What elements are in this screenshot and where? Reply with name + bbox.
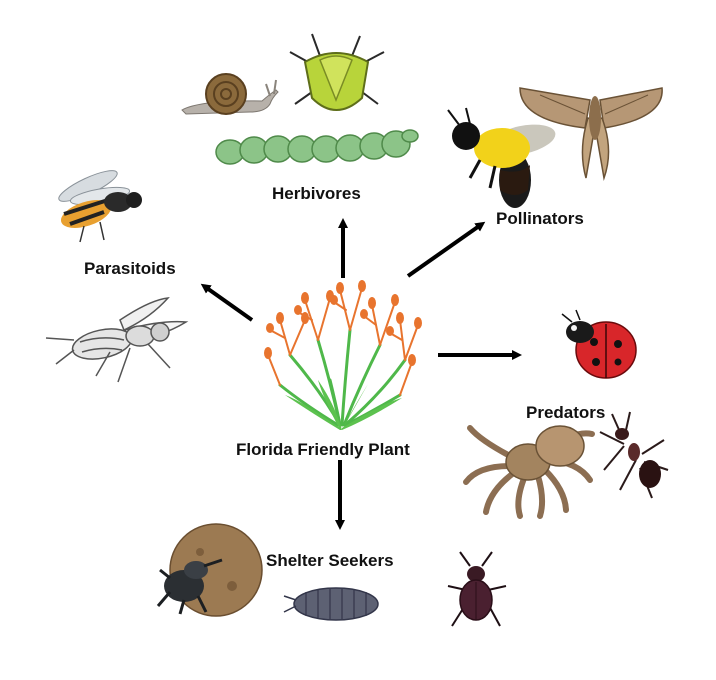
pill-bug-icon xyxy=(283,587,379,621)
predators-label: Predators xyxy=(526,403,606,422)
spider-icon xyxy=(463,425,595,519)
center-plant-label: Florida Friendly Plant xyxy=(236,440,410,459)
dung-beetle-icon xyxy=(156,523,263,617)
sketched-wasp-icon xyxy=(45,297,189,383)
shelter-seekers-label: Shelter Seekers xyxy=(266,551,394,570)
snail-icon xyxy=(181,73,279,115)
ant-icon xyxy=(599,411,669,499)
pollinators-label: Pollinators xyxy=(496,209,584,228)
beetle-icon xyxy=(447,551,507,627)
parasitoids-label: Parasitoids xyxy=(84,259,176,278)
arrow-to-parasitoids xyxy=(200,283,254,322)
caterpillar-icon xyxy=(215,129,419,165)
arrow-to-pollinators xyxy=(406,221,486,278)
bumblebee-icon xyxy=(447,107,556,208)
ladybug-icon xyxy=(561,309,637,379)
stink-bug-icon xyxy=(289,33,385,111)
parasitoid-wasp-icon xyxy=(58,170,142,243)
arrows xyxy=(200,218,522,530)
moth-icon xyxy=(519,87,663,181)
plant-icon xyxy=(264,280,422,430)
herbivores-label: Herbivores xyxy=(272,184,361,203)
